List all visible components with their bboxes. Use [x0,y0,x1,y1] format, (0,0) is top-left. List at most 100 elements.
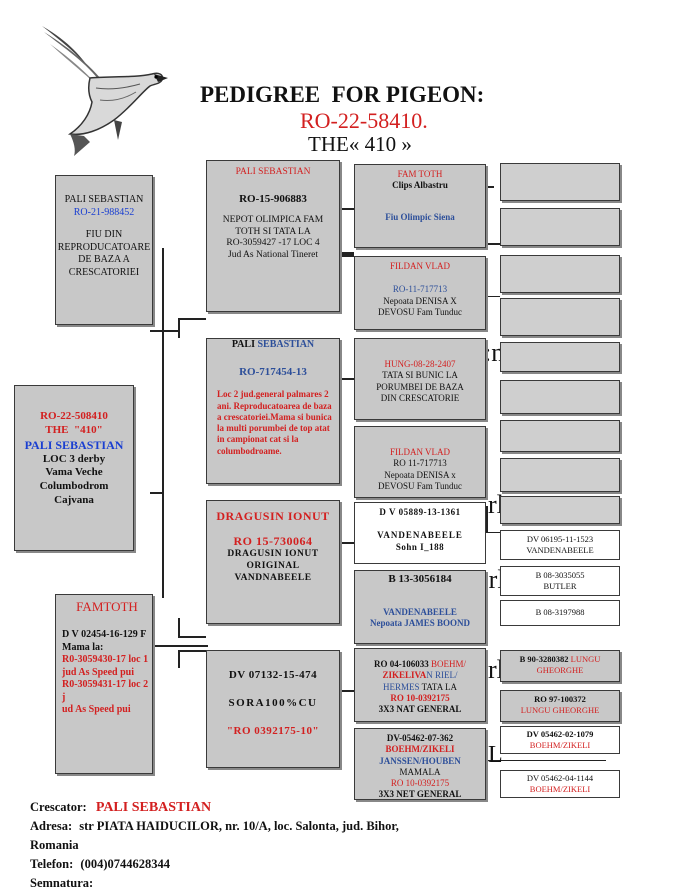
gp2-line: ani. Reproducatoarea de baza [217,400,332,411]
gp2-owner: PALI SEBASTIAN [231,339,315,350]
dam-red-line: R0-3059431-17 loc 2 j [62,679,149,703]
ancestor-ring: B 90-3280382 LUNGU [519,654,601,664]
ancestor-name: VANDENABEELE [526,544,594,555]
ggp8-line: MAMALA [399,766,441,777]
ancestor-name: LUNGU GHEORGHE [520,704,600,715]
subject-name: THE "410" [45,423,103,436]
subject-card[interactable]: RO-22-508410 THE "410" PALI SEBASTIAN LO… [14,385,134,551]
ggp1-extra: Fiu Olimpic Siena [385,211,455,222]
pigeon-name: THE« 410 » [308,132,412,156]
ancestor-ring: B 08-3197988 [535,607,585,617]
ancestor-card-empty[interactable] [500,255,620,293]
subject-line: LOC 3 derby [42,452,106,465]
ancestor-card-empty[interactable] [500,298,620,336]
ancestor-name: BOEHM/ZIKELI [529,783,591,794]
gp4-line: SORA100%CU [228,696,318,709]
ggp8-ring: DV-05462-07-362 [386,733,454,743]
address-row: Adresa: str PIATA HAIDUCILOR, nr. 10/A, … [30,817,670,836]
great-grandparent-card-3[interactable]: HUNG-08-28-2407 TATA SI BUNIC LA PORUMBE… [354,338,486,420]
ancestor-card-empty[interactable] [500,163,620,201]
ancestor-card[interactable]: DV 06195-11-1523 VANDENABEELE [500,530,620,560]
gp1-owner: PALI SEBASTIAN [235,167,311,177]
ancestor-card-empty[interactable] [500,208,620,246]
sire-line: DE BAZA A [78,254,130,265]
ancestor-card[interactable]: DV 05462-04-1144 BOEHM/ZIKELI [500,770,620,798]
gp3-line: DRAGUSIN IONUT [227,549,319,559]
ggp3-ring: HUNG-08-28-2407 [384,359,456,369]
ggp1-name: Clips Albastru [392,180,448,191]
great-grandparent-card-8[interactable]: DV-05462-07-362 BOEHM/ZIKELI JANSSEN/HOU… [354,728,486,800]
breeder-name: PALI SEBASTIAN [95,800,212,815]
ggp4-owner: FILDAN VLAD [389,447,451,457]
ancestor-card[interactable]: B 08-3035055 BUTLER [500,566,620,596]
ancestor-card-empty[interactable] [500,458,620,492]
grandparent-card-3[interactable]: DRAGUSIN IONUT RO 15-730064 DRAGUSIN ION… [206,500,340,624]
ancestor-card[interactable]: DV 05462-02-1079 BOEHM/ZIKELI [500,726,620,754]
sire-card[interactable]: PALI SEBASTIAN RO-21-988452 FIU DIN REPR… [55,175,153,325]
gp1-line: RO-3059427 -17 LOC 4 [226,238,320,249]
ancestor-card-empty[interactable] [500,420,620,452]
ggp6-sub: Nepoata JAMES BOOND [369,618,470,628]
gp2-line: a crescatoriei.Mama si bunica [217,411,332,422]
ancestor-card-empty[interactable] [500,342,620,372]
great-grandparent-card-4[interactable]: FILDAN VLAD RO 11-717713 Nepoata DENISA … [354,426,486,498]
gp3-line: VANDNABEELE [234,572,312,583]
breeder-label: Crescator: [30,800,87,814]
ancestor-ring: RO 97-100372 [534,694,586,704]
ggp8-line: 3X3 NET GENERAL [378,789,462,800]
connector-glyph: rl [488,655,504,684]
great-grandparent-card-5[interactable]: D V 05889-13-1361 VANDENABEELE Sohn I_18… [354,502,486,564]
ancestor-card[interactable]: RO 97-100372 LUNGU GHEORGHE [500,690,620,722]
ggp2-line: Nepoata DENISA X [383,295,457,306]
dam-card[interactable]: FAMTOTH D V 02454-16-129 F Mama la: R0-3… [55,594,153,774]
gp1-line: TOTH SI TATA LA [235,226,311,237]
ggp7-line: RO 10-0392175 [390,692,450,703]
dam-red-line: jud As Speed pui [62,666,134,678]
pigeon-illustration [42,26,168,156]
ggp2-owner: FILDAN VLAD [389,261,451,271]
ancestor-ring: B 08-3035055 [535,570,585,580]
sire-line: FIU DIN [85,229,123,240]
great-grandparent-card-6[interactable]: B 13-3056184 VANDENABEELE Nepoata JAMES … [354,570,486,644]
ggp7-line: 3X3 NAT GENERAL [378,704,462,714]
gp2-line: columbodroame. [217,445,282,456]
ggp5-ring: D V 05889-13-1361 [379,507,461,517]
great-grandparent-card-1[interactable]: FAM TOTH Clips Albastru Fiu Olimpic Sien… [354,164,486,248]
ancestor-card-empty[interactable] [500,496,620,524]
connector-glyph: :n [484,338,505,367]
ancestor-name: BOEHM/ZIKELI [529,739,591,750]
ggp6-name: VANDENABEELE [383,606,457,617]
gp2-ring: RO-717454-13 [239,365,307,378]
great-grandparent-card-7[interactable]: RO 04-106033 BOEHM/ ZIKELIVAN RIEL/ HERM… [354,648,486,722]
pedigree-title: PEDIGREE FOR PIGEON: [200,82,485,107]
ancestor-name: BUTLER [543,580,577,591]
subject-line: Vama Veche [45,466,103,479]
dam-title: FAMTOTH [76,599,138,614]
sire-line: CRESCATORIEI [68,266,140,278]
gp2-line: Loc 2 jud.general palmares 2 [217,389,329,400]
address-value: str PIATA HAIDUCILOR, nr. 10/A, loc. Sal… [79,819,399,833]
ggp5-sub: Sohn I_188 [395,541,445,552]
ggp7-line: ZIKELIVAN RIEL/ [382,670,458,681]
ggp1-owner: FAM TOTH [397,169,443,179]
ancestor-ring: DV 05462-02-1079 [526,729,594,739]
ggp4-line: Nepoata DENISA x [384,469,456,480]
ggp3-line: DIN CRESCATORIE [380,392,460,403]
ancestor-card-empty[interactable] [500,380,620,414]
subject-line: Cajvana [54,493,94,506]
gp1-ring: RO-15-906883 [239,192,307,205]
dam-red-line: R0-3059430-17 loc 1 [62,654,149,666]
gp2-line: la multi porumbei de top atat [217,423,330,433]
ggp4-ring: RO 11-717713 [393,458,447,469]
great-grandparent-card-2[interactable]: FILDAN VLAD RO-11-717713 Nepoata DENISA … [354,256,486,330]
sire-ring: RO-21-988452 [73,206,135,218]
grandparent-card-2[interactable]: PALI SEBASTIAN RO-717454-13 Loc 2 jud.ge… [206,338,340,484]
ancestor-ring: DV 05462-04-1144 [526,773,594,783]
grandparent-card-1[interactable]: PALI SEBASTIAN RO-15-906883 NEPOT OLIMPI… [206,160,340,312]
grandparent-card-4[interactable]: DV 07132-15-474 SORA100%CU "RO 0392175-1… [206,650,340,768]
ancestor-name: GHEORGHE [536,664,584,675]
ancestor-card[interactable]: B 90-3280382 LUNGU GHEORGHE [500,650,620,682]
breeder-row: Crescator: PALI SEBASTIAN [30,798,670,817]
dam-note: Mama la: [62,641,104,653]
ancestor-card[interactable]: B 08-3197988 [500,600,620,626]
